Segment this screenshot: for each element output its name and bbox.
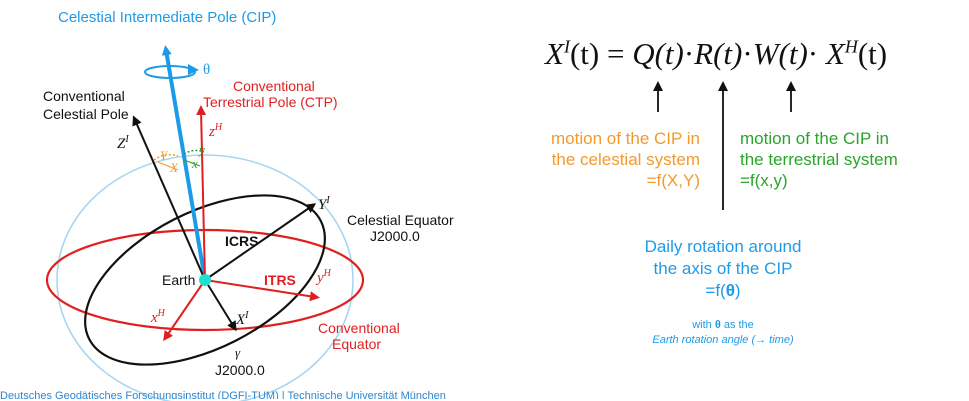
icrs-label: ICRS (225, 233, 259, 249)
celestial-line1: motion of the CIP in (551, 129, 700, 148)
eq-w: W(t) (752, 36, 808, 71)
x-i-sup: I (245, 310, 249, 321)
theta-rotation-ellipse (144, 65, 196, 79)
footer-text: Deutsches Geodätisches Forschungsinstitu… (0, 391, 446, 399)
gamma-label: γ (235, 345, 241, 360)
y-h-axis-label: yH (317, 268, 331, 287)
rotation-line3-suffix: ) (734, 281, 741, 300)
celestial-equator-ellipse (84, 194, 326, 366)
j2000-label: J2000.0 (215, 362, 265, 378)
conventional-terrestrial-pole-label-line2: Terrestrial Pole (CTP) (203, 94, 338, 110)
eq-r: R(t) (694, 36, 743, 71)
eq-dot2: · (742, 36, 753, 71)
rotation-line3-prefix: =f( (705, 281, 726, 300)
eq-dot3: · (807, 36, 819, 71)
orange-Y-label: Y (160, 148, 168, 163)
celestial-equator-label-line1: Celestial Equator (347, 212, 454, 228)
eq-dot1: · (683, 36, 695, 71)
rotation-theta-symbol: θ (725, 281, 735, 300)
eq-lhs-t: (t) (569, 36, 600, 71)
eq-lhs-sup: I (563, 36, 570, 57)
transformation-equation: XI(t) = Q(t)·R(t)·W(t)· XH(t) (545, 36, 887, 72)
eq-rhs-sup: H (844, 36, 858, 57)
y-i-base: Y (318, 197, 327, 213)
rotation-line2: the axis of the CIP (653, 259, 793, 278)
z-h-axis (196, 105, 207, 281)
y-i-sup: I (326, 195, 330, 206)
eq-equals: = (606, 36, 625, 71)
rotation-line3: =f(θ) (613, 280, 833, 302)
cip-axis (161, 45, 207, 281)
z-h-sup: H (214, 122, 223, 133)
z-i-base: Z (117, 136, 126, 152)
rotation-note-prefix: with (692, 319, 715, 331)
earth-label: Earth (162, 272, 196, 288)
conventional-celestial-pole-label-line2: Celestial Pole (43, 106, 129, 122)
cip-label: Celestial Intermediate Pole (CIP) (58, 9, 277, 26)
rotation-note-suffix: as the (720, 319, 754, 331)
celestial-line2: the celestial system (551, 150, 700, 169)
green-small-line (183, 159, 201, 167)
x-i-axis-label: XI (236, 310, 249, 329)
celestial-line3: =f(X,Y) (646, 171, 700, 190)
rotation-note-line2: Earth rotation angle (→ time) (652, 334, 794, 346)
conventional-equator-label-line1: Conventional (318, 320, 400, 336)
theta-label: θ (203, 62, 211, 78)
terrestrial-line3: =f(x,y) (740, 171, 788, 190)
z-i-sup: I (125, 134, 129, 145)
z-h-base: z (209, 124, 215, 140)
z-i-axis (132, 115, 206, 281)
rotation-annotation: Daily rotation around the axis of the CI… (613, 236, 833, 302)
celestial-sphere (56, 154, 354, 401)
rotation-note: with θ as the Earth rotation angle (→ ti… (613, 318, 833, 348)
conventional-terrestrial-pole-label-line1: Conventional (233, 78, 315, 94)
x-i-base: X (236, 312, 246, 328)
eq-lhs-X: X (545, 36, 564, 71)
x-i-axis (204, 279, 237, 332)
orange-angle-arc (153, 153, 179, 161)
rotation-note-theta: θ (714, 319, 721, 331)
itrs-label: ITRS (264, 272, 296, 288)
y-i-axis-label: YI (318, 195, 330, 214)
y-h-sup: H (323, 268, 331, 279)
green-angle-arc (183, 149, 205, 155)
terrestrial-line2: the terrestrial system (740, 150, 898, 169)
eq-q: Q(t) (632, 36, 684, 71)
green-x-label: x (192, 156, 198, 171)
conventional-celestial-pole-label-line1: Conventional (43, 88, 125, 104)
x-h-axis (163, 279, 206, 342)
rotation-line1: Daily rotation around (644, 237, 802, 256)
conventional-equator-label-line2: Equator (332, 336, 382, 352)
x-h-base: x (151, 310, 158, 326)
terrestrial-motion-annotation: motion of the CIP in the terrestrial sys… (740, 128, 898, 191)
rotation-note-line1: with θ as the (613, 318, 833, 333)
green-y-label: y (199, 142, 205, 157)
celestial-equator-label-line2: J2000.0 (370, 228, 420, 244)
orange-X-label: X (170, 160, 178, 175)
x-h-axis-label: xH (151, 308, 165, 327)
eq-rhs-X: X (825, 36, 845, 71)
terrestrial-line1: motion of the CIP in (740, 129, 889, 148)
theta-rotation-arrowhead (188, 64, 199, 75)
y-h-axis (204, 279, 320, 302)
x-h-sup: H (157, 308, 165, 319)
z-h-axis-label: zH (209, 122, 222, 141)
z-i-axis-label: ZI (117, 134, 129, 153)
y-h-base: y (317, 270, 324, 286)
eq-rhs-t: (t) (857, 36, 888, 71)
y-i-axis (204, 203, 317, 281)
celestial-motion-annotation: motion of the CIP in the celestial syste… (528, 128, 700, 191)
earth-dot (199, 274, 211, 286)
orange-small-line (157, 161, 179, 171)
conventional-equator-ellipse (45, 228, 365, 332)
